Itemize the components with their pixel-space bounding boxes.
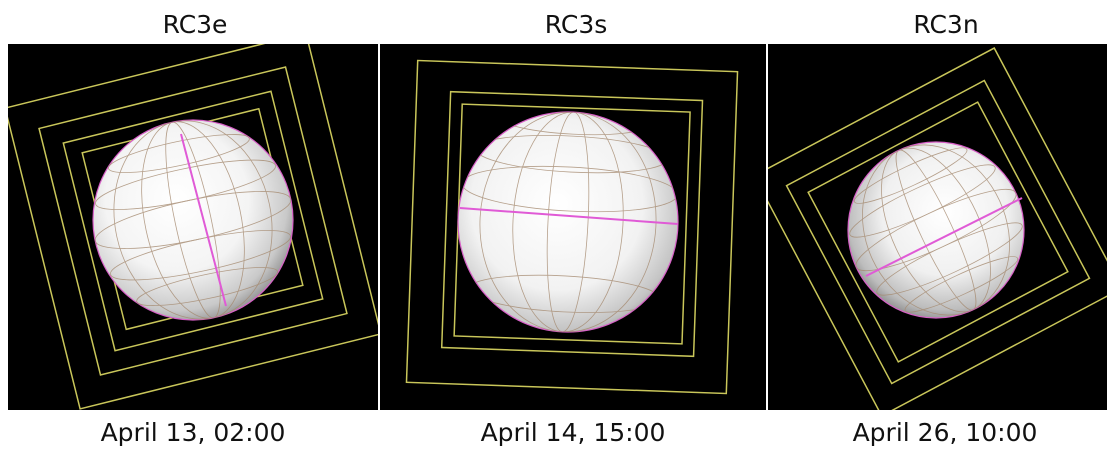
equator-line: [865, 197, 1023, 277]
equator-line: [459, 207, 679, 225]
sun-disk: [847, 141, 1025, 319]
panel-date-rc3s: April 14, 15:00: [480, 418, 666, 447]
panel-date-rc3n: April 26, 10:00: [852, 418, 1038, 447]
panel-title-rc3n: RC3n: [913, 10, 979, 39]
sun-disk: [92, 119, 294, 321]
sun-image-panel-rc3s: [380, 44, 766, 410]
panel-date-rc3e: April 13, 02:00: [100, 418, 286, 447]
sun-image-panel-rc3e: [8, 44, 378, 410]
frame-outer: [768, 47, 1107, 410]
sun-image-panel-rc3n: [768, 44, 1107, 410]
panel-title-rc3e: RC3e: [162, 10, 228, 39]
sun-disk: [457, 111, 679, 333]
panel-title-rc3s: RC3s: [544, 10, 608, 39]
equator-line: [180, 133, 227, 307]
